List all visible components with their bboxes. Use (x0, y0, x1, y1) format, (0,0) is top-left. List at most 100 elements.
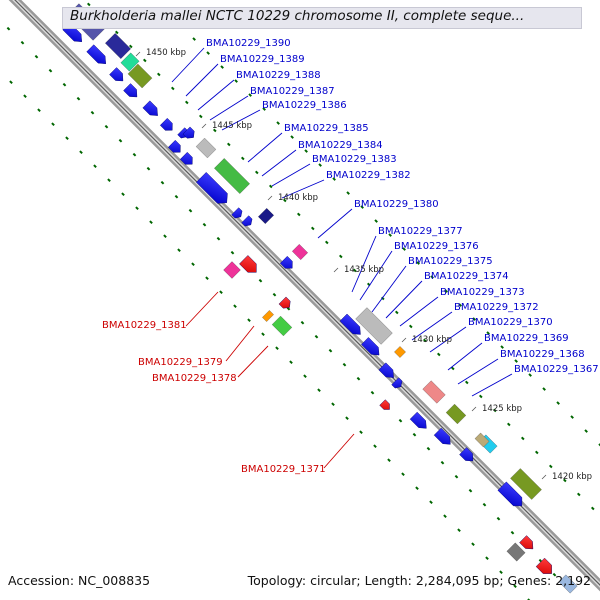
gene-feature-39 (459, 447, 474, 462)
gene-label-fwd-6[interactable]: BMA10229_1384 (298, 140, 383, 151)
kbp-label-1: 1445 kbp (212, 121, 252, 131)
gene-feature-40 (510, 468, 542, 500)
gene-label-fwd-10[interactable]: BMA10229_1377 (378, 226, 463, 237)
map-title: Burkholderia mallei NCTC 10229 chromosom… (70, 8, 525, 24)
gene-feature-5 (86, 44, 106, 64)
gene-feature-30 (378, 362, 394, 378)
label-connector-fwd-11 (359, 250, 393, 301)
label-connector-fwd-1 (185, 63, 219, 97)
gene-label-fwd-8[interactable]: BMA10229_1382 (326, 170, 411, 181)
gene-label-fwd-17[interactable]: BMA10229_1369 (484, 333, 569, 344)
label-connector-fwd-10 (351, 235, 377, 293)
gene-label-fwd-7[interactable]: BMA10229_1383 (312, 154, 397, 165)
gene-feature-11 (182, 126, 195, 139)
gene-labels: BMA10229_1390BMA10229_1389BMA10229_1388B… (102, 38, 599, 475)
gene-feature-33 (422, 380, 446, 404)
guide-line-3 (164, 9, 600, 447)
gene-label-fwd-0[interactable]: BMA10229_1390 (206, 38, 291, 49)
label-connector-rev-3 (323, 433, 355, 469)
label-connector-fwd-13 (385, 280, 423, 319)
gene-feature-31 (394, 346, 406, 358)
gene-label-rev-0[interactable]: BMA10229_1381 (102, 320, 187, 331)
kbp-tick-1 (201, 123, 207, 129)
gene-label-rev-1[interactable]: BMA10229_1379 (138, 357, 223, 368)
gene-label-fwd-9[interactable]: BMA10229_1380 (354, 199, 439, 210)
gene-label-fwd-11[interactable]: BMA10229_1376 (394, 241, 479, 252)
gene-label-fwd-2[interactable]: BMA10229_1388 (236, 70, 321, 81)
kbp-label-0: 1450 kbp (146, 48, 186, 58)
gene-label-fwd-3[interactable]: BMA10229_1387 (250, 86, 335, 97)
gene-feature-3 (127, 63, 153, 89)
gene-label-rev-2[interactable]: BMA10229_1378 (152, 373, 237, 384)
label-connector-fwd-4 (221, 109, 261, 131)
gene-feature-20 (292, 244, 308, 260)
guide-line-0 (9, 80, 531, 600)
gene-label-fwd-5[interactable]: BMA10229_1385 (284, 123, 369, 134)
gene-feature-32 (391, 377, 403, 389)
kbp-tick-5 (471, 406, 477, 412)
label-connector-fwd-2 (197, 79, 235, 111)
gene-feature-22 (223, 261, 241, 279)
gene-label-fwd-12[interactable]: BMA10229_1375 (408, 256, 493, 267)
kbp-tick-2 (267, 195, 273, 201)
label-connector-fwd-17 (447, 342, 483, 371)
label-connector-fwd-19 (471, 373, 513, 397)
gene-feature-29 (361, 337, 380, 356)
gene-feature-45 (535, 557, 552, 574)
gene-feature-42 (379, 399, 390, 410)
gene-feature-15 (179, 151, 193, 165)
gene-feature-41 (497, 481, 523, 507)
accession-text: Accession: NC_008835 (8, 573, 151, 588)
gene-feature-9 (159, 117, 173, 131)
gene-feature-12 (195, 137, 217, 159)
gene-label-fwd-1[interactable]: BMA10229_1389 (220, 54, 305, 65)
gene-label-rev-3[interactable]: BMA10229_1371 (241, 464, 326, 475)
label-connector-fwd-8 (281, 179, 325, 199)
gene-feature-24 (262, 310, 274, 322)
gene-label-fwd-19[interactable]: BMA10229_1367 (514, 364, 599, 375)
gene-feature-13 (214, 158, 250, 194)
gene-feature-34 (445, 403, 467, 425)
gene-label-fwd-15[interactable]: BMA10229_1372 (454, 302, 539, 313)
kbp-tick-6 (541, 474, 547, 480)
gene-feature-35 (409, 411, 427, 429)
gene-features (62, 3, 578, 594)
label-connector-fwd-0 (171, 47, 205, 83)
gene-feature-25 (271, 315, 293, 337)
gene-label-fwd-4[interactable]: BMA10229_1386 (262, 100, 347, 111)
guide-line-1 (6, 26, 571, 591)
kbp-tick-3 (333, 267, 339, 273)
label-connector-fwd-16 (429, 326, 467, 353)
gene-feature-27 (355, 307, 393, 345)
kbp-label-2: 1440 kbp (278, 193, 318, 203)
gene-feature-28 (339, 313, 361, 335)
label-connector-fwd-15 (411, 311, 453, 341)
label-connector-rev-0 (185, 291, 219, 327)
gene-feature-6 (109, 67, 124, 82)
guide-line-2 (86, 2, 595, 511)
gene-label-fwd-14[interactable]: BMA10229_1373 (440, 287, 525, 298)
gene-feature-18 (241, 215, 253, 227)
label-connector-fwd-6 (261, 149, 297, 177)
gene-feature-43 (506, 542, 526, 562)
gene-feature-38 (474, 432, 490, 448)
label-connector-fwd-7 (271, 163, 311, 187)
topology-summary: Topology: circular; Length: 2,284,095 bp… (247, 573, 591, 588)
gene-feature-46 (558, 574, 578, 594)
gene-label-fwd-13[interactable]: BMA10229_1374 (424, 271, 509, 282)
kbp-label-3: 1435 kbp (344, 265, 384, 275)
gene-label-fwd-18[interactable]: BMA10229_1368 (500, 349, 585, 360)
label-connector-rev-1 (225, 325, 255, 362)
gene-label-fwd-16[interactable]: BMA10229_1370 (468, 317, 553, 328)
gene-feature-14 (167, 139, 181, 153)
label-connector-fwd-3 (209, 95, 249, 121)
kbp-label-6: 1420 kbp (552, 472, 592, 482)
gene-feature-23 (239, 255, 257, 273)
kbp-tick-0 (135, 51, 141, 57)
title-bar (62, 7, 582, 29)
label-connector-fwd-12 (371, 265, 407, 313)
gene-feature-44 (519, 535, 534, 550)
gene-feature-19 (258, 208, 274, 224)
